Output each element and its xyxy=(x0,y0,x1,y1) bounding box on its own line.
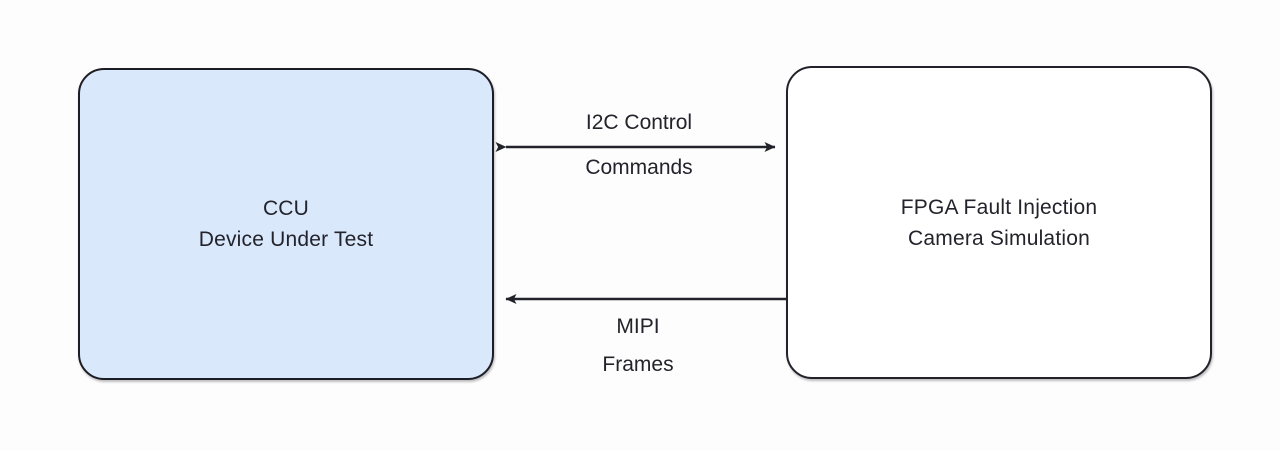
node-fpga-fault-injection[interactable]: FPGA Fault Injection Camera Simulation xyxy=(786,66,1212,379)
node-fpga-label-line-2: Camera Simulation xyxy=(908,226,1090,250)
node-device-under-test[interactable]: CCU Device Under Test xyxy=(78,68,494,380)
edge-label-i2c-commands: Commands xyxy=(585,156,693,179)
node-dut-label-line-1: CCU xyxy=(262,197,310,220)
edge-label-i2c-control: I2C Control xyxy=(585,111,693,134)
node-fpga-label-line-1: FPGA Fault Injection xyxy=(900,195,1098,219)
node-dut-label-line-2: Device Under Test xyxy=(198,228,374,251)
edge-label-frames: Frames xyxy=(602,353,674,376)
edge-label-mipi: MIPI xyxy=(616,315,660,338)
